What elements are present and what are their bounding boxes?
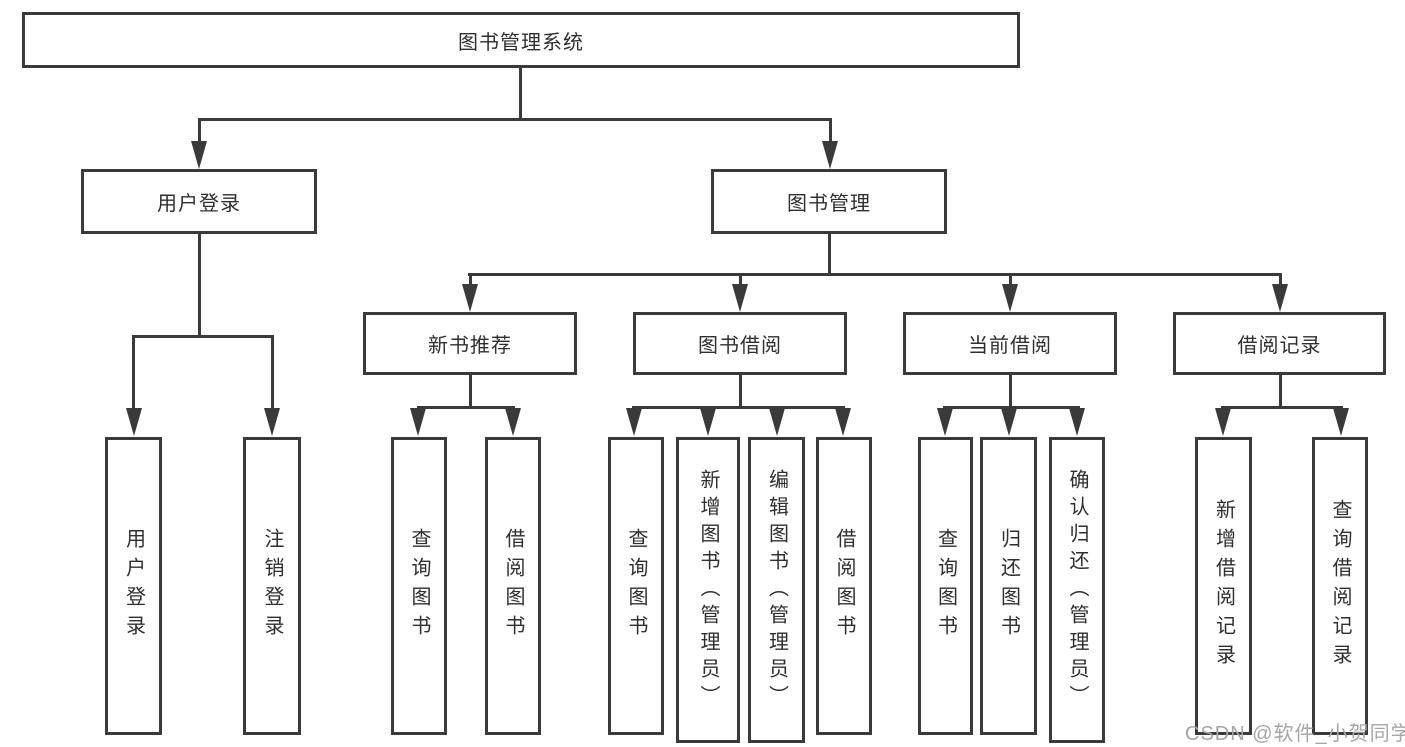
arrow-down-icon: [264, 408, 280, 436]
leaf-label: 查询图书: [408, 528, 430, 644]
connector-line: [469, 276, 472, 286]
connector-line: [943, 406, 1080, 409]
connector-line: [198, 118, 832, 121]
arrow-down-icon: [1069, 408, 1085, 436]
leaf-label: 借阅图书: [833, 528, 855, 644]
leaf-label: 归还图书: [997, 528, 1020, 644]
leaf-label: 新增图书（管理员）: [697, 468, 719, 712]
node-label: 图书管理: [787, 193, 871, 215]
node-book-management: 图书管理: [711, 169, 947, 234]
arrow-down-icon: [1272, 284, 1288, 312]
connector-line: [1009, 276, 1012, 286]
connector-line: [1009, 375, 1012, 406]
node-label: 图书管理系统: [458, 31, 584, 54]
connector-line: [132, 338, 135, 408]
leaf-query-borrow-record: 查询借阅记录: [1312, 437, 1368, 735]
node-label: 用户登录: [157, 193, 241, 215]
leaf-confirm-return-admin: 确认归还（管理员）: [1049, 437, 1105, 743]
leaf-label: 借阅图书: [502, 528, 524, 644]
leaf-label: 查询图书: [934, 528, 957, 644]
connector-line: [468, 273, 1282, 276]
node-new-book-recommend: 新书推荐: [363, 312, 577, 375]
connector-line: [829, 121, 832, 143]
node-library-system: 图书管理系统: [22, 12, 1020, 68]
connector-line: [132, 335, 274, 338]
csdn-watermark: CSDN @软件_小贺同学: [1185, 723, 1405, 745]
connector-line: [271, 338, 274, 408]
node-current-borrow: 当前借阅: [903, 312, 1117, 375]
connector-line: [632, 406, 845, 409]
leaf-label: 确认归还（管理员）: [1066, 468, 1088, 712]
connector-line: [1279, 276, 1282, 286]
arrow-down-icon: [126, 408, 142, 436]
leaf-label: 注销登录: [261, 528, 283, 644]
arrow-down-icon: [1001, 408, 1017, 436]
connector-line: [1221, 406, 1343, 409]
connector-line: [198, 121, 201, 143]
connector-line: [519, 67, 522, 118]
arrow-down-icon: [462, 284, 478, 312]
connector-line: [828, 234, 831, 273]
leaf-query-books-current: 查询图书: [918, 437, 973, 735]
leaf-query-books-recommend: 查询图书: [391, 437, 447, 735]
leaf-query-books-borrow: 查询图书: [608, 437, 664, 735]
arrow-down-icon: [505, 408, 521, 436]
node-label: 新书推荐: [428, 335, 512, 357]
arrow-down-icon: [822, 141, 838, 169]
connector-line: [417, 406, 515, 409]
connector-line: [739, 375, 742, 406]
leaf-borrow-books-recommend: 借阅图书: [485, 437, 541, 735]
node-label: 图书借阅: [698, 335, 782, 357]
node-book-borrow: 图书借阅: [633, 312, 847, 375]
arrow-down-icon: [769, 408, 785, 436]
node-label: 当前借阅: [968, 335, 1052, 357]
leaf-add-borrow-record: 新增借阅记录: [1195, 437, 1252, 735]
leaf-label: 用户登录: [122, 528, 145, 644]
leaf-label: 查询图书: [625, 528, 647, 644]
node-label: 借阅记录: [1237, 335, 1322, 357]
connector-line: [469, 375, 472, 406]
connector-line: [1279, 375, 1282, 406]
arrow-down-icon: [732, 284, 748, 312]
arrow-down-icon: [700, 408, 716, 436]
arrow-down-icon: [835, 408, 851, 436]
leaf-logout: 注销登录: [243, 437, 301, 735]
node-borrow-records: 借阅记录: [1173, 312, 1386, 375]
connector-line: [198, 234, 201, 335]
arrow-down-icon: [1002, 284, 1018, 312]
connector-line: [739, 276, 742, 286]
arrow-down-icon: [937, 408, 953, 436]
arrow-down-icon: [410, 408, 426, 436]
leaf-user-login: 用户登录: [105, 437, 162, 735]
arrow-down-icon: [191, 141, 207, 169]
leaf-add-books-admin: 新增图书（管理员）: [676, 437, 740, 743]
leaf-label: 查询借阅记录: [1329, 499, 1351, 673]
leaf-label: 新增借阅记录: [1212, 499, 1235, 673]
arrow-down-icon: [1215, 408, 1231, 436]
leaf-borrow-books-borrow: 借阅图书: [816, 437, 872, 735]
arrow-down-icon: [1333, 408, 1349, 436]
leaf-return-books: 归还图书: [980, 437, 1037, 735]
leaf-label: 编辑图书（管理员）: [765, 468, 788, 712]
node-user-login: 用户登录: [81, 169, 317, 234]
leaf-edit-books-admin: 编辑图书（管理员）: [748, 437, 805, 743]
arrow-down-icon: [626, 408, 642, 436]
